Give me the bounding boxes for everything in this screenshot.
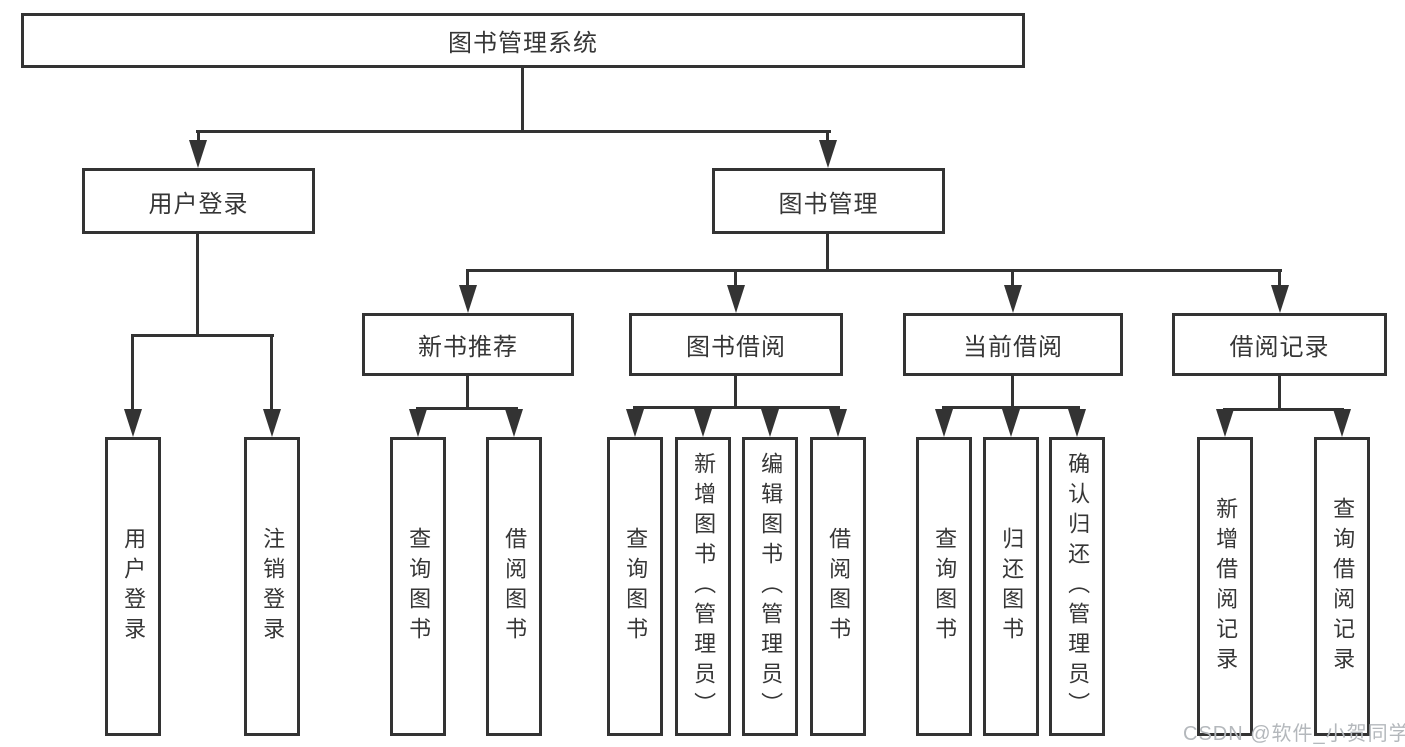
leaf-query-books-recommend: 查询图书	[390, 437, 446, 736]
node-new-book-recommend: 新书推荐	[362, 313, 574, 376]
leaf-borrow-books-recommend-label: 借阅图书	[502, 526, 528, 647]
node-borrow-record: 借阅记录	[1172, 313, 1387, 376]
leaf-add-book-admin-label: 新增图书（管理员）	[691, 451, 717, 722]
connector-line	[1011, 376, 1014, 409]
connector-line	[466, 269, 469, 289]
connector-line	[1223, 408, 1344, 411]
connector-line	[826, 130, 829, 144]
arrowhead-down-icon	[1004, 285, 1022, 313]
node-book-management-label: 图书管理	[778, 190, 879, 218]
leaf-borrow-books: 借阅图书	[810, 437, 866, 736]
connector-line	[270, 334, 273, 412]
leaf-query-borrow-record: 查询借阅记录	[1314, 437, 1370, 736]
leaf-confirm-return-admin-label: 确认归还（管理员）	[1065, 451, 1091, 722]
node-user-login: 用户登录	[82, 168, 315, 234]
node-root-label: 图书管理系统	[448, 30, 598, 57]
leaf-query-books-borrow-label: 查询图书	[623, 526, 649, 647]
connector-line	[1011, 269, 1014, 289]
leaf-return-book: 归还图书	[983, 437, 1039, 736]
connector-line	[131, 334, 134, 412]
connector-line	[197, 130, 200, 144]
leaf-query-books-recommend-label: 查询图书	[406, 526, 432, 647]
arrowhead-down-icon	[124, 409, 142, 437]
leaf-user-login: 用户登录	[105, 437, 161, 736]
leaf-add-borrow-record-label: 新增借阅记录	[1213, 496, 1239, 677]
arrowhead-down-icon	[409, 409, 427, 437]
leaf-return-book-label: 归还图书	[999, 526, 1025, 647]
arrowhead-down-icon	[694, 409, 712, 437]
arrowhead-down-icon	[1333, 409, 1351, 437]
leaf-query-books-borrow: 查询图书	[607, 437, 663, 736]
arrowhead-down-icon	[189, 140, 207, 168]
arrowhead-down-icon	[761, 409, 779, 437]
leaf-borrow-books-label: 借阅图书	[826, 526, 852, 647]
connector-line	[466, 376, 469, 410]
node-borrow-record-label: 借阅记录	[1229, 334, 1330, 361]
arrowhead-down-icon	[1216, 409, 1234, 437]
connector-line	[1278, 376, 1281, 411]
arrowhead-down-icon	[1271, 285, 1289, 313]
arrowhead-down-icon	[829, 409, 847, 437]
connector-line	[466, 269, 1282, 272]
leaf-user-login-label: 用户登录	[121, 526, 147, 647]
connector-line	[196, 130, 831, 133]
connector-line	[416, 407, 518, 410]
leaf-edit-book-admin-label: 编辑图书（管理员）	[758, 451, 784, 722]
connector-line	[1278, 269, 1281, 289]
arrowhead-down-icon	[263, 409, 281, 437]
connector-line	[131, 334, 274, 337]
leaf-add-borrow-record: 新增借阅记录	[1197, 437, 1253, 736]
arrowhead-down-icon	[505, 409, 523, 437]
leaf-edit-book-admin: 编辑图书（管理员）	[742, 437, 798, 736]
arrowhead-down-icon	[819, 140, 837, 168]
connector-line	[734, 376, 737, 409]
leaf-logout: 注销登录	[244, 437, 300, 736]
connector-line	[826, 234, 829, 272]
connector-line	[633, 406, 840, 409]
watermark: CSDN @软件_小贺同学	[1183, 723, 1405, 745]
leaf-query-books-current: 查询图书	[916, 437, 972, 736]
node-book-management: 图书管理	[712, 168, 945, 234]
connector-line	[521, 68, 524, 132]
node-new-book-recommend-label: 新书推荐	[418, 334, 518, 361]
arrowhead-down-icon	[1068, 409, 1086, 437]
connector-line	[196, 234, 199, 337]
node-root: 图书管理系统	[21, 13, 1025, 68]
node-current-borrow-label: 当前借阅	[963, 334, 1063, 361]
connector-line	[734, 269, 737, 289]
node-book-borrow-label: 图书借阅	[686, 334, 786, 361]
arrowhead-down-icon	[459, 285, 477, 313]
arrowhead-down-icon	[626, 409, 644, 437]
leaf-logout-label: 注销登录	[260, 526, 286, 647]
arrowhead-down-icon	[727, 285, 745, 313]
node-book-borrow: 图书借阅	[629, 313, 843, 376]
arrowhead-down-icon	[935, 409, 953, 437]
leaf-confirm-return-admin: 确认归还（管理员）	[1049, 437, 1105, 736]
node-current-borrow: 当前借阅	[903, 313, 1123, 376]
leaf-add-book-admin: 新增图书（管理员）	[675, 437, 731, 736]
leaf-query-books-current-label: 查询图书	[932, 526, 958, 647]
node-user-login-label: 用户登录	[148, 190, 249, 218]
leaf-borrow-books-recommend: 借阅图书	[486, 437, 542, 736]
arrowhead-down-icon	[1002, 409, 1020, 437]
leaf-query-borrow-record-label: 查询借阅记录	[1330, 496, 1356, 677]
